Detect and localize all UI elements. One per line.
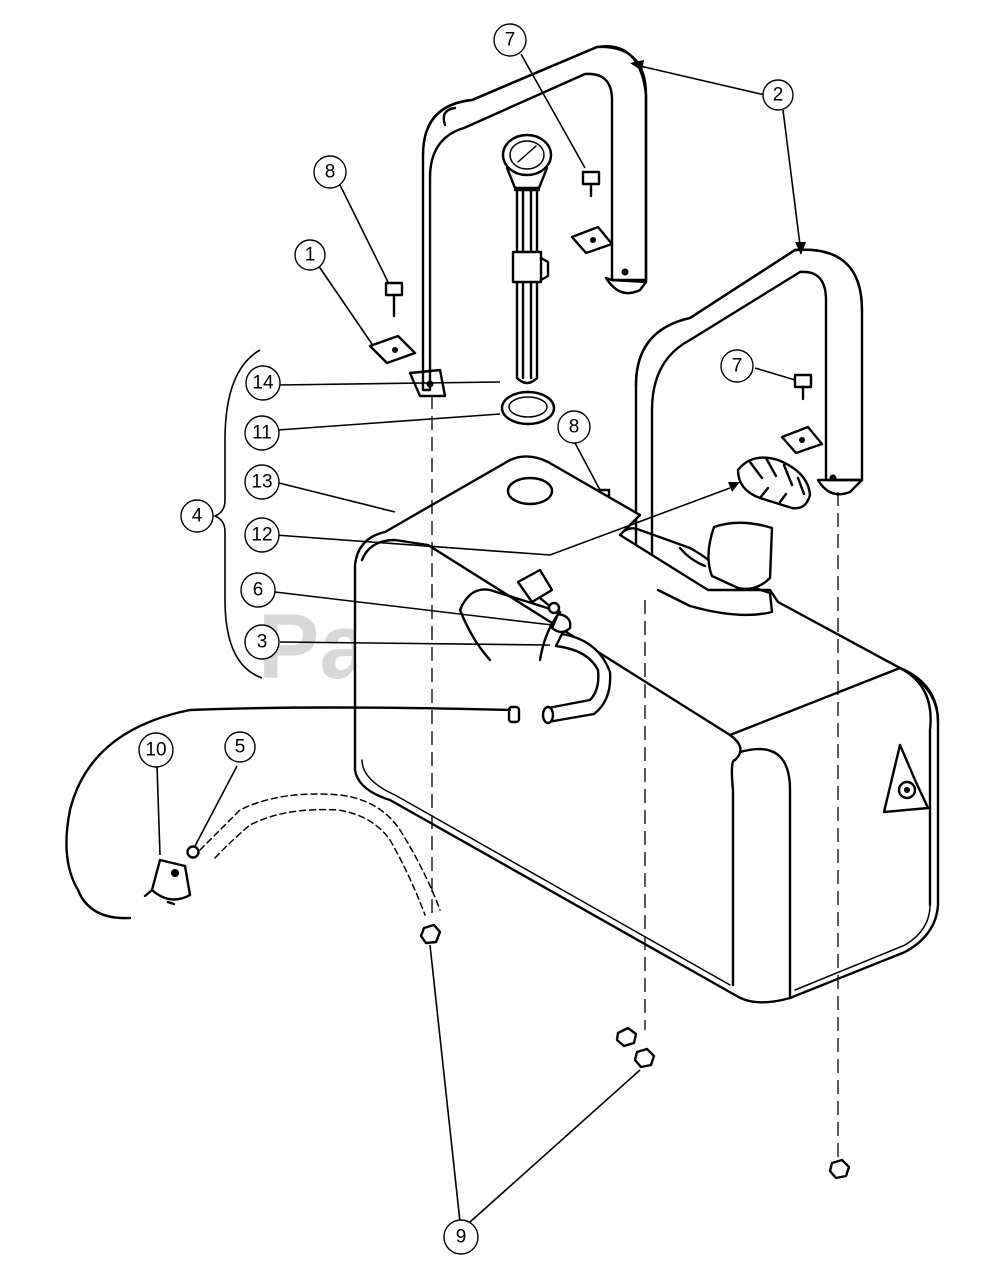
- callout-6: 6: [240, 572, 276, 608]
- callout-7-rear: 7: [493, 23, 527, 57]
- nuts: [419, 923, 851, 1180]
- callout-14: 14: [245, 365, 281, 401]
- clip-plate-left: [368, 334, 417, 365]
- callout-2: 2: [762, 79, 794, 111]
- callout-label: 14: [252, 373, 274, 394]
- elbow-fitting: [516, 568, 572, 634]
- gasket-ring: [500, 390, 556, 426]
- clip-plate-right: [780, 425, 824, 455]
- callout-label: 7: [732, 356, 743, 377]
- fuel-line-dashed: [199, 793, 441, 916]
- alignment-lines: [431, 395, 839, 1160]
- callout-4: 4: [180, 499, 214, 533]
- rear-strap: [408, 45, 648, 398]
- callout-9: 9: [443, 1219, 479, 1255]
- callout-8-left: 8: [313, 155, 347, 189]
- callout-8-center: 8: [557, 410, 591, 444]
- leader-lines: [156, 53, 806, 1223]
- bolt-left: [384, 281, 404, 318]
- callout-5: 5: [224, 731, 256, 763]
- callout-13: 13: [244, 464, 280, 500]
- callout-label: 9: [456, 1227, 467, 1248]
- callout-11: 11: [244, 415, 280, 451]
- fuel-hose: [541, 632, 612, 725]
- bolt-rear: [581, 170, 601, 198]
- fuel-cap: [736, 456, 812, 510]
- callout-label: 4: [192, 506, 203, 527]
- callout-label: 6: [253, 580, 264, 601]
- callout-7-front: 7: [720, 349, 754, 383]
- callout-12: 12: [244, 517, 280, 553]
- callout-label: 3: [257, 632, 268, 653]
- callout-10: 10: [138, 732, 174, 768]
- hose-clamp: [186, 845, 200, 859]
- callout-label: 12: [251, 525, 272, 546]
- callout-label: 10: [145, 740, 166, 761]
- callout-1: 1: [294, 239, 326, 271]
- fuel-gauge-sender: [501, 133, 553, 385]
- callout-label: 11: [252, 423, 272, 444]
- clip-plate-rear: [570, 225, 614, 255]
- callout-label: 5: [235, 737, 246, 758]
- fuel-filter: [143, 858, 192, 906]
- callout-label: 8: [325, 162, 336, 183]
- fuel-line: [65, 705, 521, 920]
- callout-label: 8: [569, 417, 580, 438]
- callout-3: 3: [244, 624, 280, 660]
- callout-label: 2: [773, 85, 784, 106]
- callout-label: 1: [305, 245, 316, 266]
- callout-label: 7: [505, 30, 516, 51]
- bolt-right: [793, 373, 813, 401]
- callout-label: 13: [251, 472, 272, 493]
- fuel-tank: [353, 455, 940, 1004]
